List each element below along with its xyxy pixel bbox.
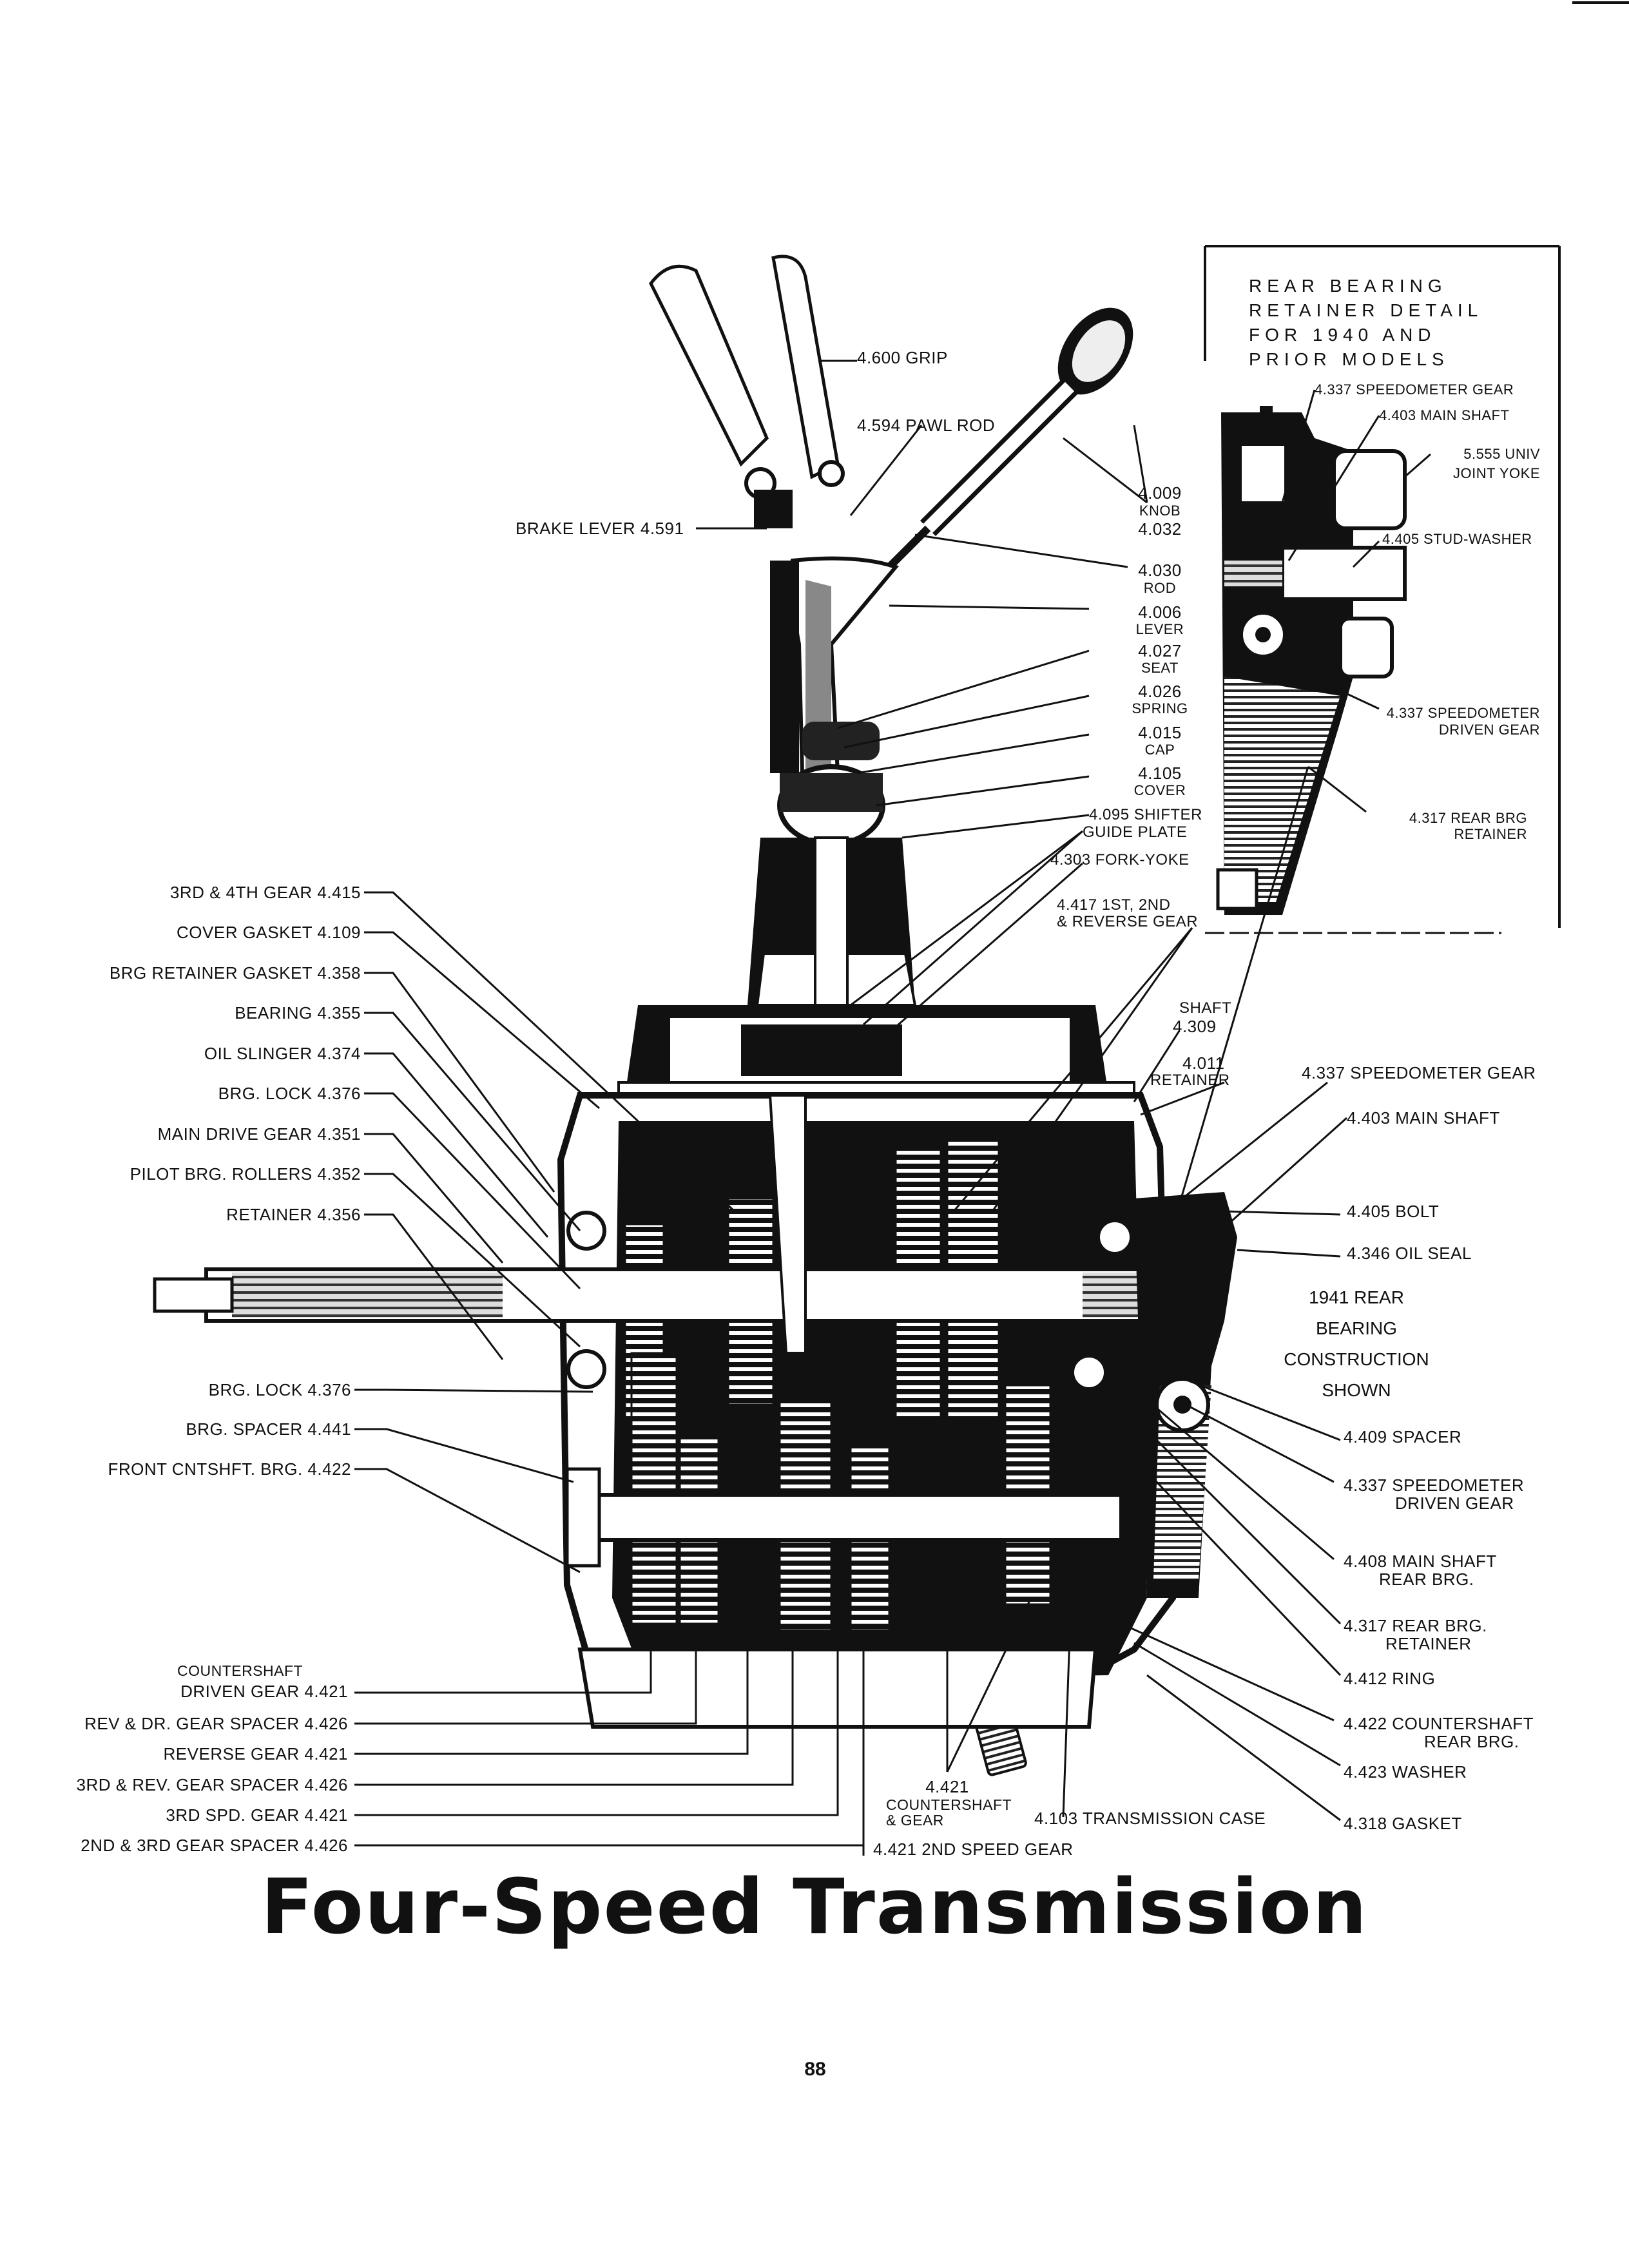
- right-bolt-label: 4.405 BOLT: [1347, 1202, 1440, 1221]
- rev-dr-gear-spacer-label: REV & DR. GEAR SPACER 4.426: [84, 1714, 348, 1733]
- countershaft-driven-gear-label: DRIVEN GEAR 4.421: [180, 1682, 348, 1701]
- cover-number-label: 4.105: [1138, 764, 1182, 783]
- shifter-guide-label-2: GUIDE PLATE: [1083, 823, 1188, 841]
- right-countershaft-rear-brg-label-2: REAR BRG.: [1424, 1732, 1519, 1751]
- retainer-number-label: 4.011: [1182, 1053, 1225, 1073]
- transmission-case: [153, 836, 1237, 1776]
- inset-speedo-driven-label: 4.337 SPEEDOMETER: [1386, 705, 1540, 721]
- brake-lever-label: BRAKE LEVER 4.591: [516, 519, 684, 538]
- 2nd-3rd-gear-spacer-label: 2ND & 3RD GEAR SPACER 4.426: [81, 1836, 348, 1855]
- pawl-rod-label: 4.594 PAWL ROD: [857, 416, 996, 435]
- right-speedo-driven-label-2: DRIVEN GEAR: [1395, 1494, 1514, 1513]
- cap-number-label: 4.015: [1138, 723, 1182, 742]
- shift-lever-assembly: [649, 255, 1133, 847]
- right-main-shaft-rear-brg-label-2: REAR BRG.: [1379, 1570, 1474, 1589]
- 2nd-speed-gear-label: 4.421 2ND SPEED GEAR: [873, 1840, 1074, 1859]
- fork-yoke-label: 4.303 FORK-YOKE: [1050, 851, 1190, 869]
- spring-number-label: 4.026: [1138, 682, 1182, 701]
- left-label-brg-spacer: BRG. SPACER 4.441: [186, 1419, 351, 1439]
- construction-note-line: CONSTRUCTION: [1284, 1349, 1429, 1369]
- right-main-shaft-rear-brg-label: 4.408 MAIN SHAFT: [1344, 1552, 1497, 1571]
- left-label-brg-retainer-gasket: BRG RETAINER GASKET 4.358: [109, 963, 361, 983]
- shaft-number-label: 4.309: [1173, 1017, 1217, 1036]
- retainer-label: RETAINER: [1150, 1072, 1230, 1089]
- left-label-oil-slinger: OIL SLINGER 4.374: [204, 1044, 361, 1063]
- inset-heading-line: PRIOR MODELS: [1249, 349, 1449, 369]
- right-washer-label: 4.423 WASHER: [1344, 1762, 1467, 1782]
- left-label-brg-lock: BRG. LOCK 4.376: [218, 1084, 361, 1103]
- transmission-case-label: 4.103 TRANSMISSION CASE: [1034, 1809, 1266, 1828]
- lever-label: LEVER: [1135, 621, 1184, 637]
- lever-number-label: 4.006: [1138, 602, 1182, 622]
- right-main-shaft-label: 4.403 MAIN SHAFT: [1347, 1108, 1500, 1128]
- shaft-label: SHAFT: [1179, 999, 1232, 1017]
- left-label-3rd-4th-gear: 3RD & 4TH GEAR 4.415: [169, 883, 361, 902]
- rod-number-label: 4.030: [1138, 561, 1182, 580]
- inset-speedo-gear-label: 4.337 SPEEDOMETER GEAR: [1315, 381, 1514, 398]
- inset-rear-brg-label-2: RETAINER: [1454, 826, 1527, 842]
- construction-note-line: 1941 REAR BEARING: [1309, 1287, 1404, 1338]
- inset-speedo-driven-label-2: DRIVEN GEAR: [1438, 722, 1540, 738]
- reverse-gear-label: REVERSE GEAR 4.421: [163, 1744, 348, 1763]
- left-label-retainer: RETAINER 4.356: [226, 1205, 361, 1224]
- knob-number-label: 4.009: [1138, 483, 1182, 503]
- cap-label: CAP: [1144, 742, 1175, 758]
- left-label-front-cntshft-brg: FRONT CNTSHFT. BRG. 4.422: [108, 1459, 351, 1479]
- inset-heading: REAR BEARING RETAINER DETAIL FOR 1940 AN…: [1249, 274, 1483, 372]
- right-gasket-label: 4.318 GASKET: [1344, 1814, 1462, 1833]
- right-speedo-driven-label: 4.337 SPEEDOMETER: [1344, 1475, 1525, 1495]
- inset-heading-line: REAR BEARING: [1249, 276, 1447, 296]
- page-title: Four-Speed Transmission: [260, 1862, 1369, 1951]
- cover-label: COVER: [1133, 782, 1186, 798]
- countershaft-gear-label-2: & GEAR: [886, 1812, 944, 1829]
- shifter-guide-label: 4.095 SHIFTER: [1089, 806, 1202, 823]
- left-label-pilot-brg-rollers: PILOT BRG. ROLLERS 4.352: [130, 1164, 361, 1184]
- inset-rear-bearing-detail: [1204, 245, 1561, 934]
- right-rear-brg-retainer-label: 4.317 REAR BRG.: [1344, 1616, 1487, 1635]
- rod-label: ROD: [1143, 580, 1177, 596]
- right-spacer-label: 4.409 SPACER: [1344, 1427, 1462, 1446]
- countershaft-driven-label: COUNTERSHAFT: [177, 1662, 304, 1679]
- right-rear-brg-retainer-label-2: RETAINER: [1385, 1634, 1472, 1653]
- right-oil-seal-label: 4.346 OIL SEAL: [1347, 1244, 1472, 1263]
- leader-lines: [354, 360, 1431, 1856]
- part-4032-label: 4.032: [1138, 519, 1182, 539]
- knob-label: KNOB: [1139, 503, 1181, 519]
- inset-univ-label: 5.555 UNIV: [1463, 446, 1540, 462]
- inset-main-shaft-label: 4.403 MAIN SHAFT: [1379, 407, 1510, 423]
- inset-heading-line: RETAINER DETAIL: [1249, 300, 1483, 320]
- right-ring-label: 4.412 RING: [1344, 1669, 1436, 1688]
- inset-joint-yoke-label: JOINT YOKE: [1452, 465, 1540, 481]
- inset-stud-washer-label: 4.405 STUD-WASHER: [1382, 531, 1532, 547]
- first-second-reverse-label-2: & REVERSE GEAR: [1057, 913, 1199, 930]
- inset-rear-brg-label: 4.317 REAR BRG: [1409, 810, 1527, 826]
- first-second-reverse-label: 4.417 1ST, 2ND: [1057, 896, 1171, 914]
- left-label-main-drive-gear: MAIN DRIVE GEAR 4.351: [157, 1124, 361, 1144]
- seat-number-label: 4.027: [1138, 641, 1182, 660]
- countershaft-gear-number-label: 4.421: [925, 1777, 969, 1796]
- seat-label: SEAT: [1141, 660, 1179, 676]
- construction-note: 1941 REAR BEARING CONSTRUCTION SHOWN: [1282, 1282, 1431, 1406]
- right-countershaft-rear-brg-label: 4.422 COUNTERSHAFT: [1344, 1714, 1534, 1733]
- grip-label: 4.600 GRIP: [857, 348, 948, 367]
- construction-note-line: SHOWN: [1322, 1380, 1391, 1400]
- right-speedo-gear-label: 4.337 SPEEDOMETER GEAR: [1302, 1063, 1536, 1082]
- 3rd-rev-gear-spacer-label: 3RD & REV. GEAR SPACER 4.426: [76, 1775, 348, 1794]
- page-number: 88: [804, 2059, 826, 2080]
- spring-label: SPRING: [1132, 700, 1188, 716]
- countershaft-gear-label: COUNTERSHAFT: [886, 1796, 1012, 1813]
- inset-heading-line: FOR 1940 AND: [1249, 325, 1436, 345]
- left-label-bearing: BEARING 4.355: [235, 1003, 361, 1023]
- left-label-brg-lock-lower: BRG. LOCK 4.376: [208, 1380, 351, 1399]
- left-label-cover-gasket: COVER GASKET 4.109: [177, 923, 361, 942]
- 3rd-spd-gear-label: 3RD SPD. GEAR 4.421: [166, 1805, 348, 1825]
